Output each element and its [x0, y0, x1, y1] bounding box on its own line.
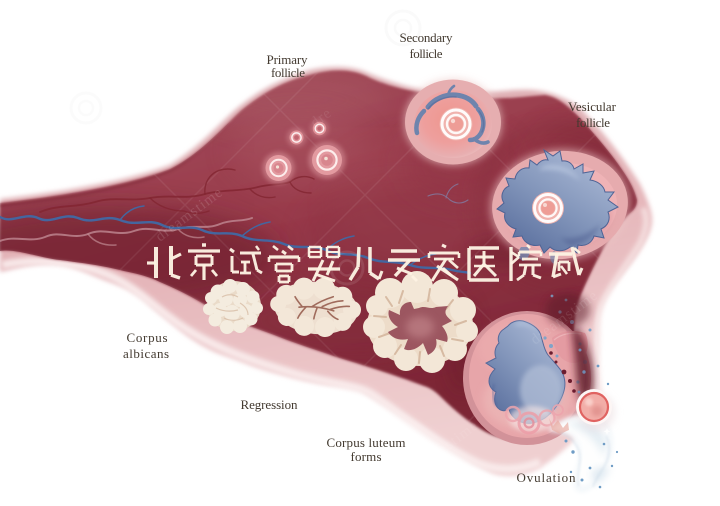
svg-text:albicans: albicans [123, 346, 169, 361]
svg-text:Corpus luteum: Corpus luteum [327, 435, 406, 450]
svg-text:Primary: Primary [267, 52, 309, 67]
svg-text:Vesicular: Vesicular [568, 99, 617, 114]
svg-text:forms: forms [351, 449, 382, 464]
svg-text:Secondary: Secondary [400, 30, 454, 45]
svg-text:follicle: follicle [576, 115, 610, 130]
svg-text:Ovulation: Ovulation [517, 470, 577, 485]
svg-text:Regression: Regression [241, 397, 299, 412]
svg-text:Corpus: Corpus [127, 330, 168, 345]
svg-text:follicle: follicle [271, 65, 305, 80]
svg-text:follicle: follicle [410, 46, 443, 61]
